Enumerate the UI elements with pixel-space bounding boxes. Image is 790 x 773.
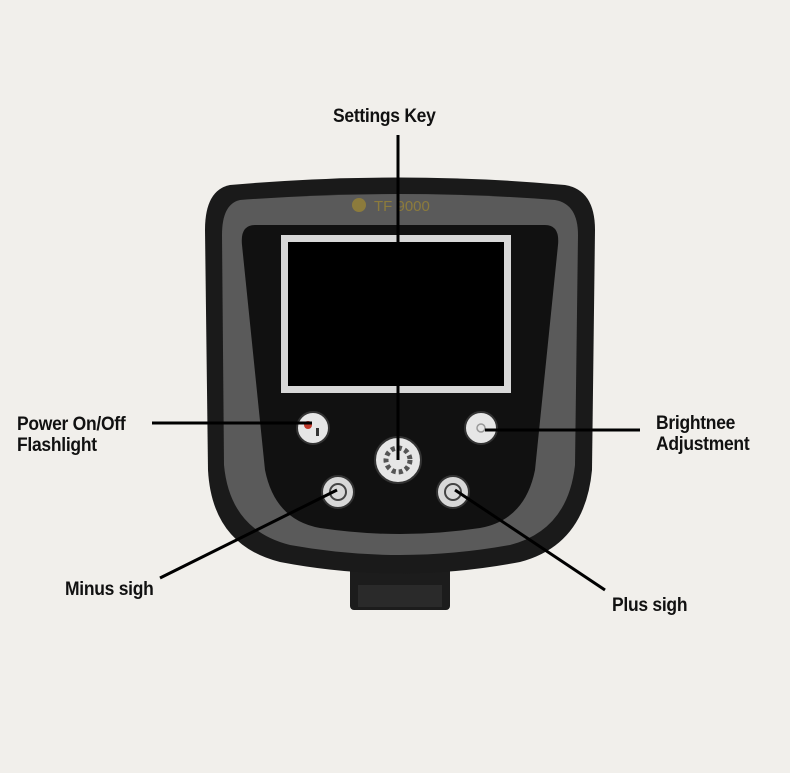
leader-lines bbox=[152, 135, 640, 592]
minus-button[interactable] bbox=[321, 475, 355, 509]
flashlight-icon bbox=[316, 428, 319, 436]
settings-key-label: Settings Key bbox=[333, 106, 436, 127]
plus-leader bbox=[454, 488, 606, 592]
brightness-button[interactable] bbox=[464, 411, 498, 445]
sun-icon bbox=[476, 423, 486, 433]
brightness-label-line2: Adjustment bbox=[656, 434, 750, 455]
power-flashlight-button[interactable] bbox=[296, 411, 330, 445]
minus-leader bbox=[159, 488, 338, 580]
display-screen bbox=[288, 242, 504, 386]
brand-logo-icon bbox=[352, 198, 366, 212]
minus-label: Minus sigh bbox=[65, 579, 154, 600]
plus-button[interactable] bbox=[436, 475, 470, 509]
plus-label: Plus sigh bbox=[612, 595, 688, 616]
brightness-label-line1: Brightnee bbox=[656, 413, 736, 434]
brand-logo-text: TF 9000 bbox=[374, 198, 430, 215]
power-label-line1: Power On/Off bbox=[17, 414, 126, 435]
power-label-line2: Flashlight bbox=[17, 435, 97, 456]
plus-icon bbox=[444, 483, 462, 501]
